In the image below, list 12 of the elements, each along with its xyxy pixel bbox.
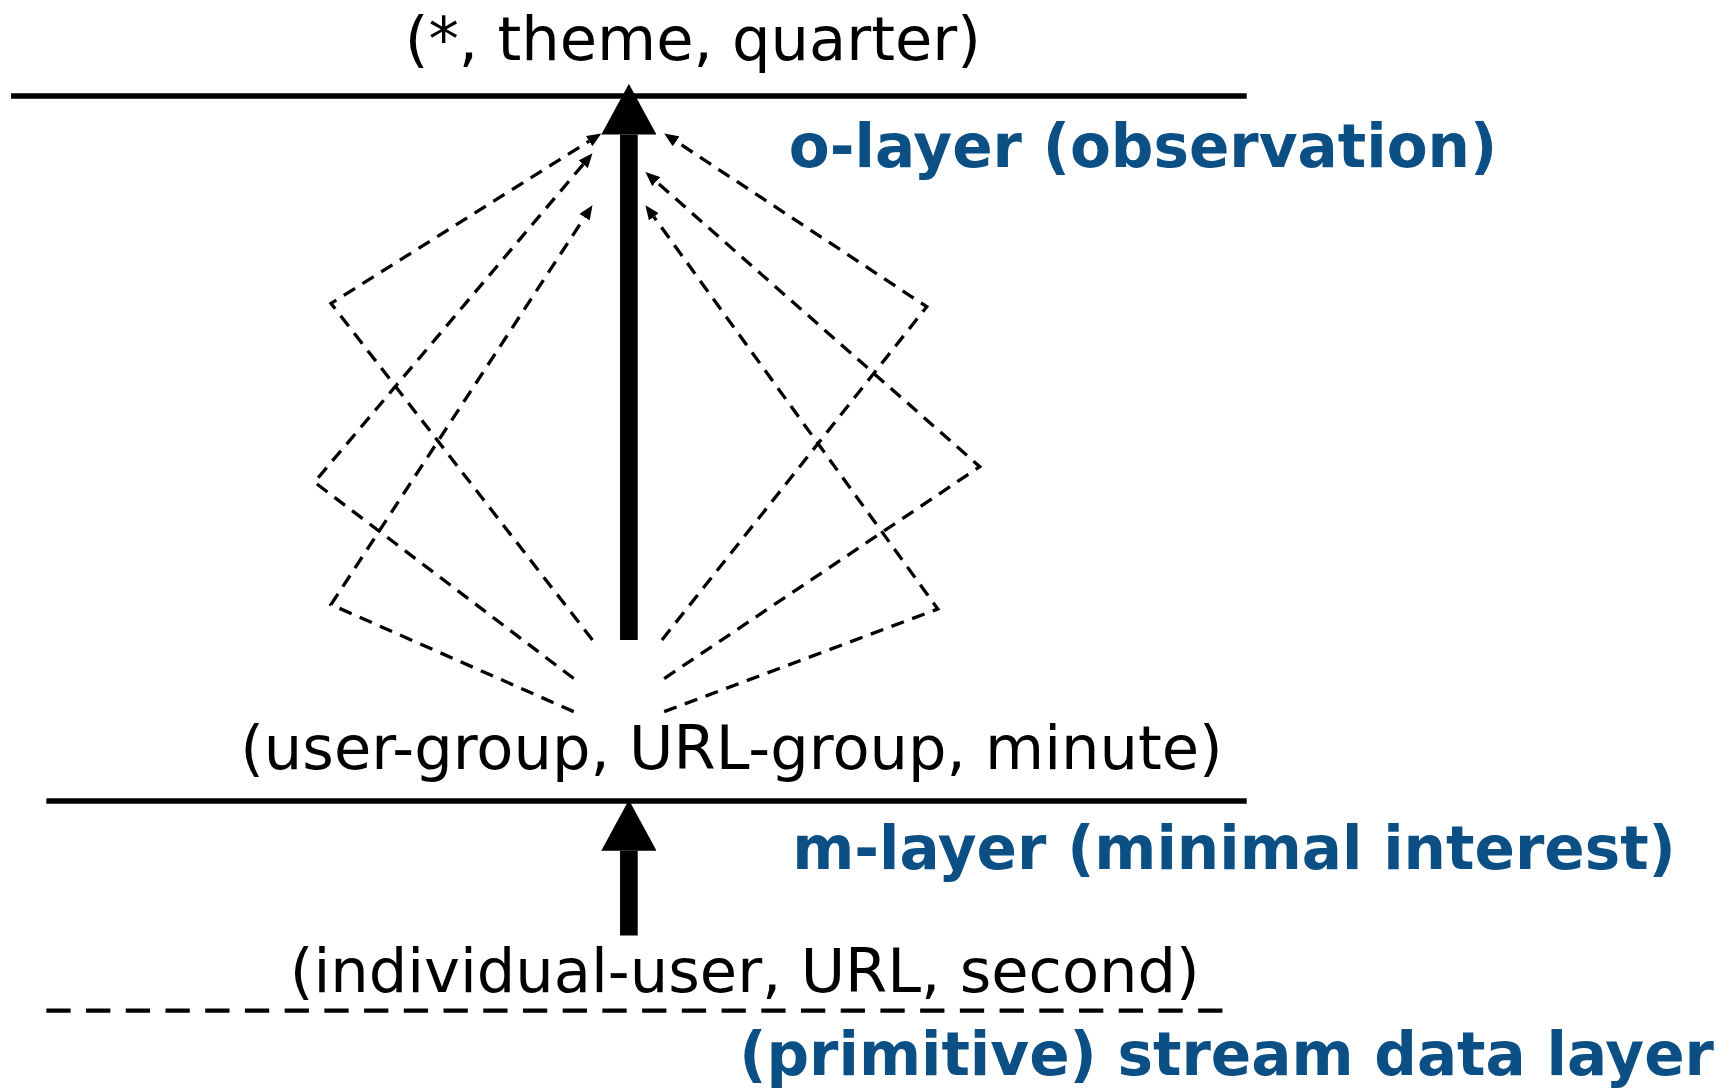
layer-label: (primitive) stream data layer xyxy=(739,1020,1714,1089)
dashed-arrow xyxy=(660,133,930,641)
dimension-tuple-text: (individual-user, URL, second) xyxy=(289,935,1200,1007)
dashed-arrow xyxy=(645,172,983,680)
dashed-arrow xyxy=(328,133,602,641)
dashed-arrow xyxy=(328,205,593,714)
dashed-arrow xyxy=(645,205,941,714)
layer-label: o-layer (observation) xyxy=(788,112,1498,181)
dimension-tuple-text: (*, theme, quarter) xyxy=(404,3,981,99)
layer-label: m-layer (minimal interest) xyxy=(792,815,1676,884)
dimension-tuple-text: (user-group, URL-group, minute) xyxy=(240,712,1223,784)
arrow xyxy=(601,83,657,640)
